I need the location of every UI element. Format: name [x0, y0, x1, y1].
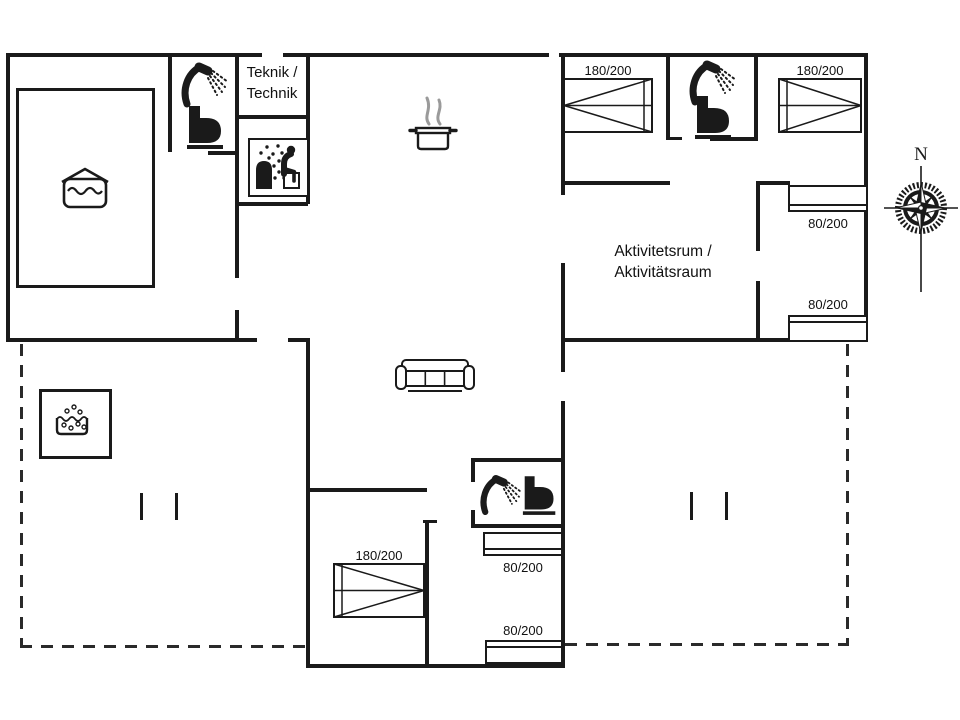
wall	[168, 53, 172, 152]
wall	[754, 53, 758, 141]
wall	[306, 664, 565, 668]
toilet-icon	[522, 476, 556, 515]
bed-size-label: 180/200	[355, 548, 403, 563]
wall	[235, 202, 308, 206]
hot-tub-icon	[55, 404, 89, 436]
terrace-outline-right	[565, 643, 849, 646]
toilet-icon	[695, 96, 731, 139]
wall	[425, 520, 429, 668]
wall	[559, 53, 868, 57]
double-bed	[333, 563, 425, 618]
wall	[666, 53, 670, 140]
wall	[471, 524, 565, 528]
shower-icon	[181, 62, 229, 108]
wall	[666, 137, 682, 140]
terrace-door-mark	[140, 493, 143, 520]
shower-icon	[480, 475, 523, 515]
wall	[288, 338, 310, 342]
sauna-heater	[256, 161, 272, 189]
wall	[208, 151, 238, 155]
technical-room-label: Teknik / Technik	[238, 62, 306, 104]
wall	[8, 53, 262, 57]
double-bed	[563, 78, 653, 133]
sofa-icon	[395, 359, 475, 392]
sauna-icon	[256, 144, 300, 189]
single-bed	[788, 185, 868, 212]
bed-size-label: 180/200	[796, 63, 844, 78]
wall	[561, 263, 565, 372]
cooking-pot-icon	[408, 96, 458, 151]
wall	[306, 53, 310, 204]
wall	[283, 53, 549, 57]
wall	[235, 310, 239, 342]
terrace-outline-left	[20, 645, 307, 648]
bed-size-label: 180/200	[584, 63, 632, 78]
shower-icon	[689, 60, 737, 106]
wall	[710, 137, 758, 141]
technical-room-label-line1: Teknik /	[246, 64, 298, 81]
wall	[471, 458, 565, 462]
terrace-outline-right	[846, 344, 849, 643]
wall	[561, 338, 868, 342]
bed-size-label: 80/200	[503, 623, 543, 638]
wall	[235, 53, 239, 278]
bed-size-label: 80/200	[808, 297, 848, 312]
swimming-pool	[16, 88, 155, 288]
wall	[6, 53, 10, 342]
wall	[756, 181, 760, 251]
terrace-outline-left	[20, 344, 23, 645]
activity-room-label-line2: Aktivitätsraum	[614, 264, 712, 281]
single-bed	[485, 640, 563, 664]
wall	[563, 181, 670, 185]
wall	[471, 458, 475, 482]
wall	[235, 115, 308, 119]
single-bed	[483, 532, 563, 556]
terrace-door-mark	[175, 493, 178, 520]
steam	[436, 98, 442, 126]
steam	[425, 96, 431, 126]
activity-room-label-line1: Aktivitetsrum /	[614, 243, 712, 260]
wall	[423, 520, 437, 523]
bed-size-label: 80/200	[503, 560, 543, 575]
wall	[471, 510, 475, 528]
wall	[756, 281, 760, 342]
activity-room-label: Aktivitetsrum / Aktivitätsraum	[558, 241, 768, 283]
wall	[561, 401, 565, 668]
terrace-door-mark	[725, 492, 728, 520]
compass-rose-icon: N	[884, 144, 958, 292]
north-label: N	[914, 144, 928, 165]
wall	[306, 488, 427, 492]
terrace-door-mark	[690, 492, 693, 520]
wall	[306, 338, 310, 668]
bed-size-label: 80/200	[808, 216, 848, 231]
wall	[756, 181, 790, 185]
single-bed	[788, 315, 868, 342]
double-bed	[778, 78, 862, 133]
toilet-icon	[187, 106, 223, 149]
wall	[8, 338, 257, 342]
technical-room-label-line2: Technik	[246, 85, 298, 102]
indoor-pool-icon	[61, 167, 109, 209]
